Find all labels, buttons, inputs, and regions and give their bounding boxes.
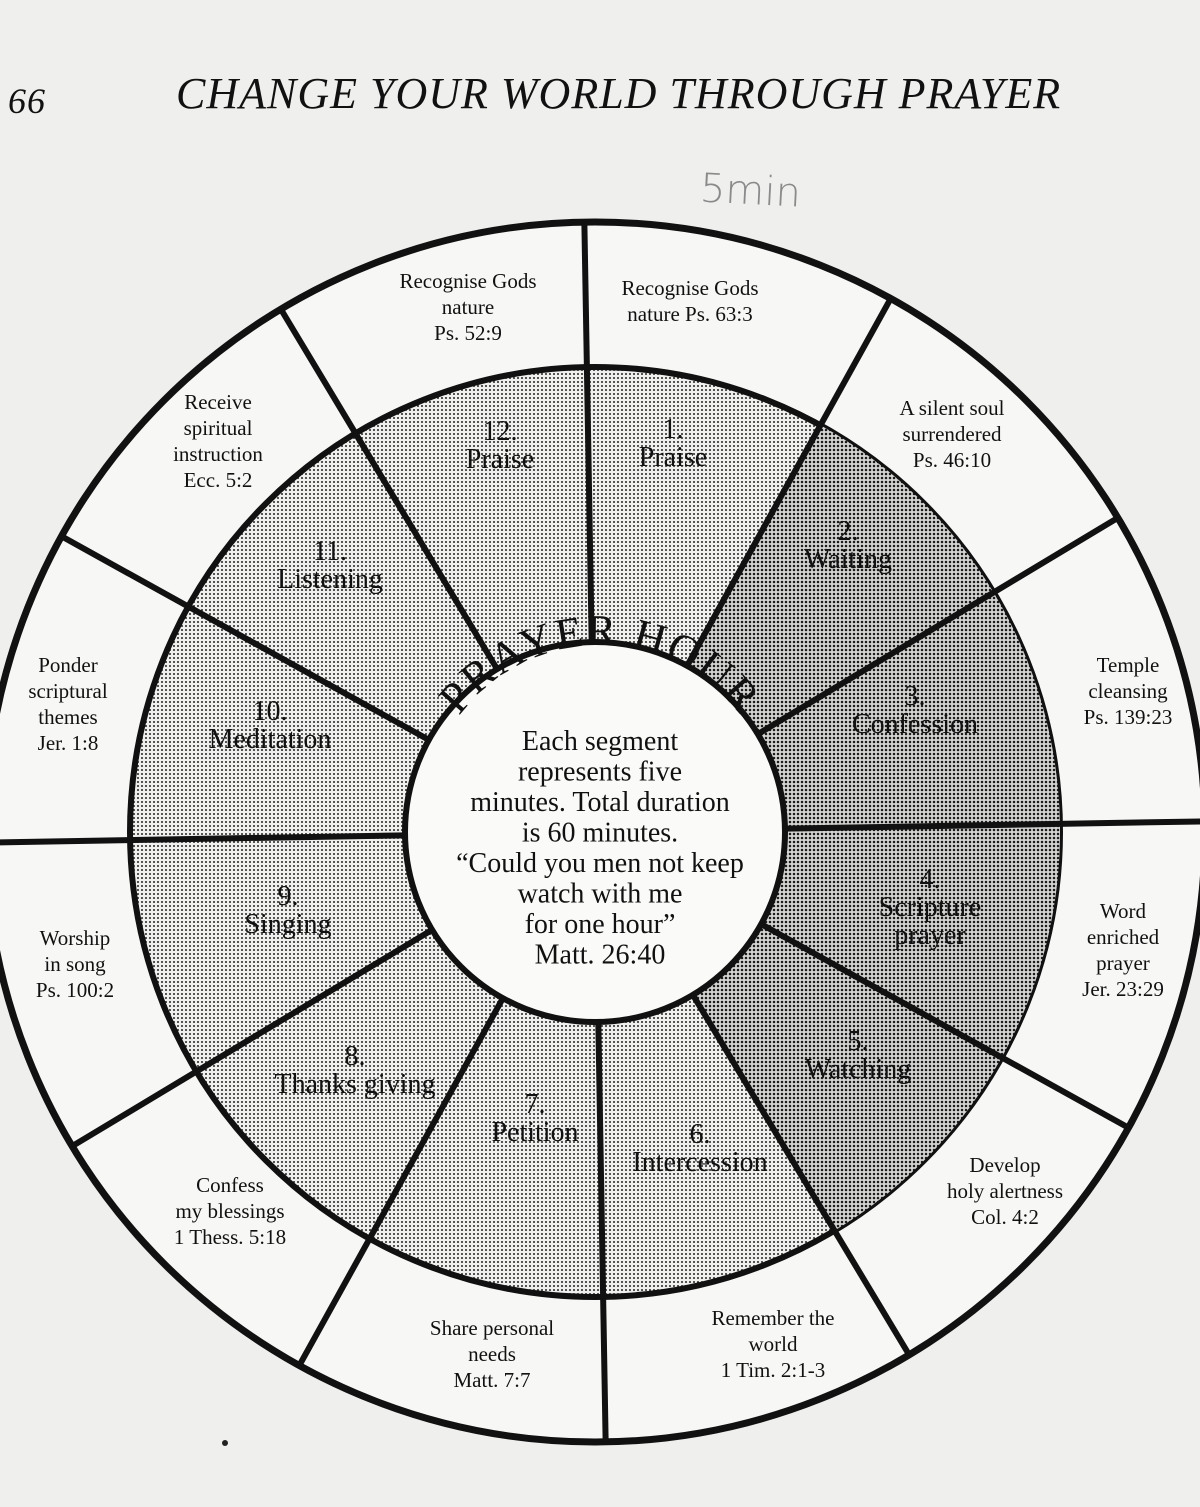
segment-name: Praise xyxy=(639,442,707,473)
center-text-line: Each segment xyxy=(522,726,678,757)
segment-description-line: Jer. 1:8 xyxy=(38,731,99,755)
segment-description-line: Recognise Gods xyxy=(621,276,758,300)
center-text-line: watch with me xyxy=(518,879,683,910)
segment-divider xyxy=(690,993,912,1357)
segment-number: 9. xyxy=(278,881,299,912)
segment-description-line: world xyxy=(749,1332,798,1356)
segment-description-line: instruction xyxy=(173,442,263,466)
segment-name: Singing xyxy=(244,909,331,940)
segment-divider xyxy=(756,515,1120,737)
segment-description-line: needs xyxy=(468,1342,516,1366)
segment-description-line: Ps. 46:10 xyxy=(913,448,991,472)
segment-number: 6. xyxy=(690,1119,711,1150)
segment-name: Praise xyxy=(466,444,534,475)
segment-divider xyxy=(759,921,1130,1131)
segment-description-line: Recognise Gods xyxy=(399,269,536,293)
segment-description-line: holy alertness xyxy=(947,1179,1063,1203)
segment-name: Thanks giving xyxy=(275,1069,436,1100)
page-number: 66 xyxy=(8,81,46,121)
segment-description-line: Worship xyxy=(40,926,111,950)
segment-name: Intercession xyxy=(632,1147,767,1178)
segment-number: 2. xyxy=(838,516,859,547)
center-text-line: is 60 minutes. xyxy=(522,818,678,849)
segment-number: 12. xyxy=(483,416,518,447)
center-text-line: Matt. 26:40 xyxy=(535,940,666,971)
segment-number: 3. xyxy=(905,681,926,712)
segment-divider xyxy=(296,996,506,1367)
segment-description-line: my blessings xyxy=(175,1199,284,1223)
segment-name: Confession xyxy=(852,709,978,740)
segment-number: 1. xyxy=(663,414,684,445)
segment-description-line: Receive xyxy=(184,390,252,414)
segment-description-line: enriched xyxy=(1087,925,1160,949)
segment-name: Watching xyxy=(805,1054,912,1085)
segment-name: Petition xyxy=(491,1117,578,1148)
segment-name: Meditation xyxy=(209,724,332,755)
segment-divider xyxy=(581,222,595,643)
segment-description-line: Confess xyxy=(196,1173,264,1197)
segment-description-line: in song xyxy=(44,952,106,976)
segment-name: Scripture xyxy=(879,892,982,923)
segment-number: 10. xyxy=(253,696,288,727)
segment-description-line: nature xyxy=(442,295,494,319)
segment-description-line: Ps. 100:2 xyxy=(36,978,114,1002)
ink-dot xyxy=(222,1440,228,1446)
inner-segment-labels: 1.Praise2.Waiting3.Confession4.Scripture… xyxy=(209,414,982,1178)
segment-description-line: Ps. 52:9 xyxy=(434,321,502,345)
segment-divider xyxy=(60,533,431,743)
segment-description-line: 1 Thess. 5:18 xyxy=(174,1225,286,1249)
center-text-line: “Could you men not keep xyxy=(456,848,744,879)
center-text-line: minutes. Total duration xyxy=(470,787,730,818)
segment-description-line: Share personal xyxy=(430,1316,554,1340)
segment-divider xyxy=(0,832,406,846)
segment-dividers xyxy=(0,222,1200,1442)
segment-divider xyxy=(595,1021,609,1442)
segment-description-line: Develop xyxy=(969,1153,1040,1177)
segment-name: prayer xyxy=(894,920,966,951)
segment-description-line: scriptural xyxy=(28,679,107,703)
segment-divider xyxy=(684,297,894,668)
segment-name: Listening xyxy=(277,564,383,595)
segment-divider xyxy=(70,927,434,1149)
segment-description-line: Jer. 23:29 xyxy=(1082,977,1164,1001)
segment-description-line: Ps. 139:23 xyxy=(1084,705,1173,729)
segment-number: 11. xyxy=(313,536,347,567)
segment-description-line: Word xyxy=(1100,899,1147,923)
segment-description-line: 1 Tim. 2:1-3 xyxy=(721,1358,825,1382)
segment-description-line: Remember the xyxy=(711,1306,834,1330)
segment-description-line: Ecc. 5:2 xyxy=(184,468,253,492)
segment-number: 8. xyxy=(345,1041,366,1072)
center-text-line: represents five xyxy=(518,757,682,788)
segment-description-line: cleansing xyxy=(1088,679,1168,703)
center-disk xyxy=(402,639,788,1025)
segment-number: 5. xyxy=(848,1026,869,1057)
segment-number: 4. xyxy=(920,864,941,895)
segment-description-line: A silent soul xyxy=(899,396,1004,420)
segment-number: 7. xyxy=(525,1089,546,1120)
segment-description-line: surrendered xyxy=(902,422,1002,446)
segment-description-line: spiritual xyxy=(184,416,253,440)
segment-description-line: Ponder xyxy=(38,653,98,677)
segment-description-line: Matt. 7:7 xyxy=(454,1368,531,1392)
segment-divider xyxy=(278,307,500,671)
segment-divider xyxy=(784,818,1200,832)
center-text-line: for one hour” xyxy=(525,909,676,940)
segment-description-line: Col. 4:2 xyxy=(971,1205,1039,1229)
segment-description-line: Temple xyxy=(1097,653,1160,677)
segment-description-line: prayer xyxy=(1096,951,1150,975)
segment-name: Waiting xyxy=(804,544,892,575)
page-title: CHANGE YOUR WORLD THROUGH PRAYER xyxy=(176,69,1062,118)
segment-description-line: nature Ps. 63:3 xyxy=(627,302,752,326)
segment-description-line: themes xyxy=(38,705,97,729)
